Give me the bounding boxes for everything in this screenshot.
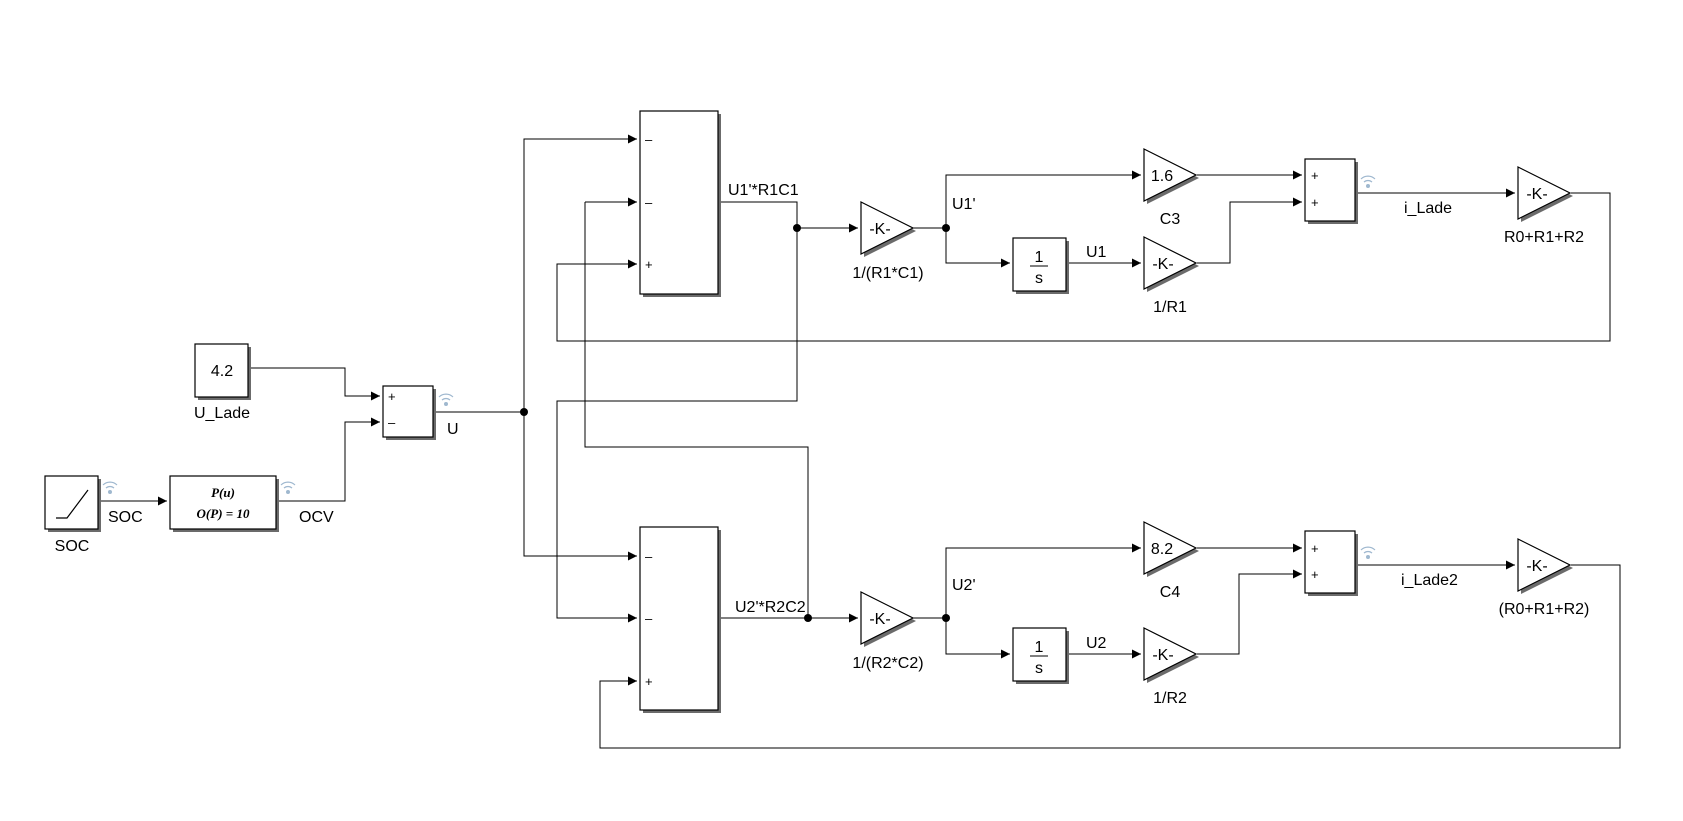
polynomial-fcn-block[interactable]: P(u) O(P) = 10 [169, 475, 279, 532]
branch-point-u2-r2c2 [804, 614, 812, 622]
sum-bot2-block[interactable]: + + [1304, 530, 1358, 596]
signal-labels: SOC OCV U U1'*R1C1 U1' U1 i_Lade U2'*R2C… [108, 182, 1458, 652]
integrator-bottom-block[interactable]: 1 s [1012, 627, 1069, 684]
wire-i-lade-feedback[interactable] [556, 192, 1611, 342]
sum-top3-sign3: + [645, 257, 653, 272]
sum-bot3-sign2: – [645, 611, 653, 626]
wire-ocv[interactable] [278, 417, 380, 502]
wire-u1-prime-top[interactable] [945, 170, 1141, 228]
gain-c4-name: C4 [1160, 584, 1181, 601]
ramp-icon [56, 489, 89, 519]
sum-top2-sign1: + [1311, 168, 1319, 183]
wire-u2-prime-top[interactable] [945, 543, 1141, 618]
integrator-top-den: s [1035, 270, 1043, 287]
gain-r1-block[interactable]: -K- 1/R1 [1143, 236, 1199, 316]
signal-label-u2[interactable]: U2 [1086, 635, 1107, 652]
integrator-bottom-den: s [1035, 660, 1043, 677]
signal-log-indicators [102, 175, 1376, 559]
gain-r2c2-name: 1/(R2*C2) [852, 655, 923, 672]
sum-main-block[interactable]: + – [382, 385, 436, 440]
sum-top3-sign2: – [645, 195, 653, 210]
gain-c3-block[interactable]: 1.6 C3 [1143, 148, 1199, 228]
sum-top2-block[interactable]: + + [1304, 158, 1358, 224]
branch-point-u [520, 408, 528, 416]
gain-r1c1-value: -K- [869, 221, 890, 238]
branch-point-u1-prime [942, 224, 950, 232]
wire-u1-prime-int[interactable] [945, 228, 1010, 268]
wire-u1-r1c1[interactable] [717, 201, 858, 233]
signal-label-u1-r1c1[interactable]: U1'*R1C1 [728, 182, 799, 199]
signal-label-ocv[interactable]: OCV [299, 509, 334, 526]
log-icon-ocv [280, 481, 296, 494]
sum-top3-sign1: – [645, 132, 653, 147]
signal-label-u2-r2c2[interactable]: U2'*R2C2 [735, 599, 806, 616]
log-icon-i-lade2 [1360, 546, 1376, 559]
branch-point-u2-prime [942, 614, 950, 622]
gain-out-bottom-block[interactable]: -K- (R0+R1+R2) [1499, 538, 1590, 618]
wire-u1-r1c1-feedback[interactable] [556, 228, 798, 623]
log-icon-soc [102, 481, 118, 494]
sum-bot2-sign1: + [1311, 541, 1319, 556]
signal-lines [99, 134, 1621, 749]
sum-bot3-block[interactable]: – – + [639, 526, 721, 713]
fcn-line2: O(P) = 10 [197, 506, 250, 521]
wire-ulade[interactable] [250, 367, 380, 401]
gain-r2-value: -K- [1152, 647, 1173, 664]
signal-label-i-lade2[interactable]: i_Lade2 [1401, 572, 1458, 589]
gain-r2-block[interactable]: -K- 1/R2 [1143, 627, 1199, 707]
signal-label-soc[interactable]: SOC [108, 509, 143, 526]
signal-label-u1[interactable]: U1 [1086, 244, 1107, 261]
signal-label-u2-prime[interactable]: U2' [952, 577, 976, 594]
sum-bot3-sign3: + [645, 674, 653, 689]
constant-value: 4.2 [211, 363, 233, 380]
gain-out-bottom-value: -K- [1526, 558, 1547, 575]
sum-top3-block[interactable]: – – + [639, 110, 721, 297]
signal-label-u1-prime[interactable]: U1' [952, 196, 976, 213]
gain-r1c1-name: 1/(R1*C1) [852, 265, 923, 282]
sum-main-sign1: + [388, 389, 396, 404]
wire-u-down[interactable] [523, 412, 637, 561]
sum-main-sign2: – [388, 415, 396, 430]
wire-x-link[interactable] [584, 202, 858, 623]
soc-ramp-block[interactable]: SOC [44, 475, 101, 555]
wire-u2-prime-int[interactable] [945, 618, 1010, 659]
integrator-top-block[interactable]: 1 s [1012, 237, 1069, 294]
sum-top2-sign2: + [1311, 195, 1319, 210]
gain-c4-block[interactable]: 8.2 C4 [1143, 521, 1199, 601]
soc-block-name: SOC [55, 538, 90, 555]
signal-label-u[interactable]: U [447, 421, 459, 438]
gain-r1-name: 1/R1 [1153, 299, 1187, 316]
gain-r1c1-block[interactable]: -K- 1/(R1*C1) [852, 201, 924, 282]
signal-label-i-lade[interactable]: i_Lade [1404, 200, 1452, 217]
gain-r2-name: 1/R2 [1153, 690, 1187, 707]
gain-out-top-block[interactable]: -K- R0+R1+R2 [1504, 166, 1584, 246]
gain-c4-value: 8.2 [1151, 541, 1173, 558]
gain-c3-value: 1.6 [1151, 168, 1173, 185]
gain-out-top-value: -K- [1526, 186, 1547, 203]
wire-u-up[interactable] [523, 134, 637, 412]
constant-block-name: U_Lade [194, 405, 250, 422]
gain-c3-name: C3 [1160, 211, 1181, 228]
wire-r1-out[interactable] [1197, 197, 1302, 264]
gain-r1-value: -K- [1152, 256, 1173, 273]
wire-r2-out[interactable] [1197, 569, 1302, 655]
branch-point-u1-r1c1 [793, 224, 801, 232]
sum-bot2-sign2: + [1311, 567, 1319, 582]
log-icon-u [438, 393, 454, 406]
wire-i-lade2-feedback[interactable] [599, 564, 1621, 749]
gain-r2c2-block[interactable]: -K- 1/(R2*C2) [852, 591, 924, 672]
sum-bot3-sign1: – [645, 549, 653, 564]
fcn-line1: P(u) [211, 485, 235, 500]
gain-r2c2-value: -K- [869, 611, 890, 628]
constant-ulade-block[interactable]: 4.2 U_Lade [194, 343, 251, 422]
integrator-bottom-num: 1 [1035, 639, 1044, 656]
gain-out-bottom-name: (R0+R1+R2) [1499, 601, 1590, 618]
gain-out-top-name: R0+R1+R2 [1504, 229, 1584, 246]
log-icon-i-lade [1360, 175, 1376, 188]
integrator-top-num: 1 [1035, 249, 1044, 266]
